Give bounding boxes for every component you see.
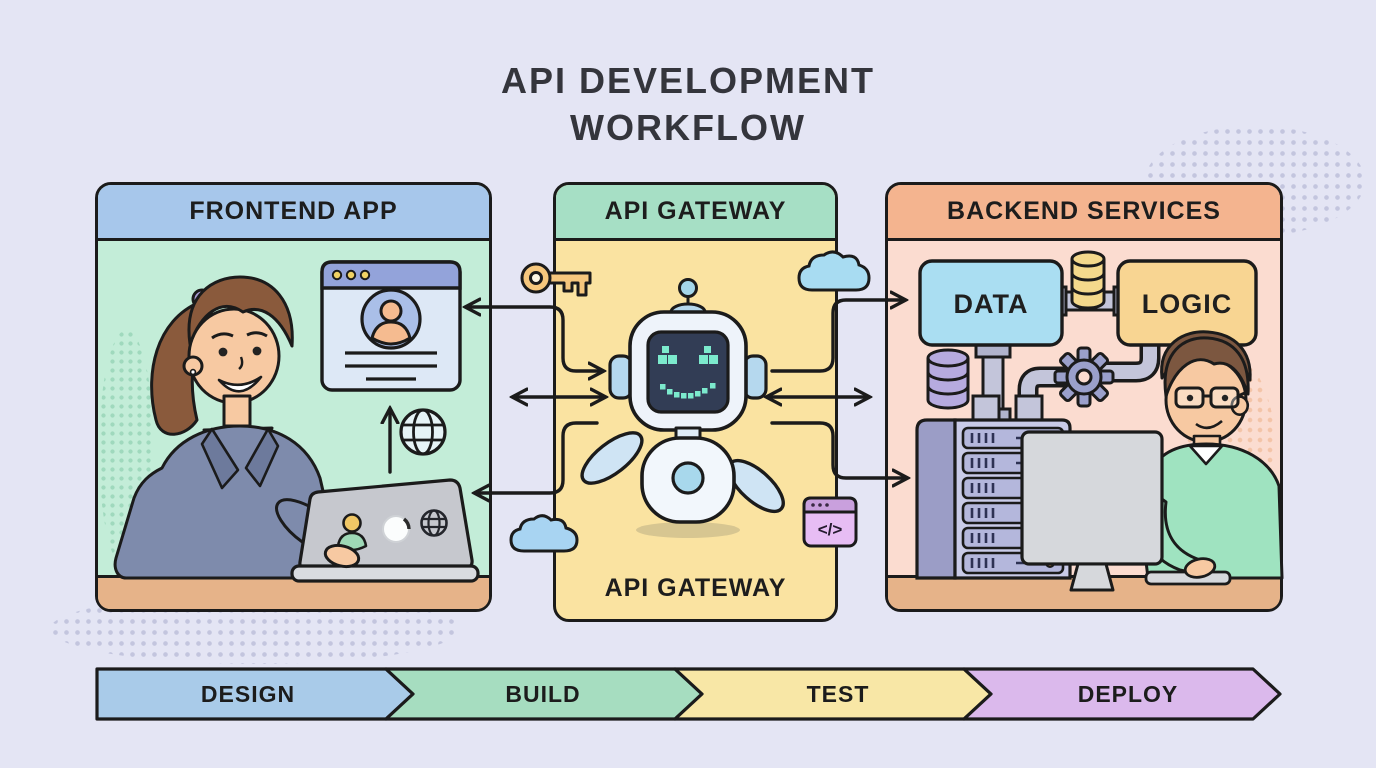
browser-dots [331, 269, 371, 281]
glasses-icon [1174, 386, 1248, 409]
gateway-panel-footer-label: API GATEWAY [604, 574, 787, 602]
globe-icon [399, 408, 447, 456]
hand [323, 543, 361, 569]
robot-arm-left [580, 431, 644, 485]
database-icon [1070, 250, 1106, 310]
robot-shadow [636, 522, 740, 538]
earring [189, 368, 197, 376]
database-icon [926, 348, 970, 410]
stage-deploy [962, 667, 1282, 721]
backend-panel-header: BACKEND SERVICES [888, 185, 1280, 241]
robot-mascot [580, 278, 785, 538]
code-symbol: </> [818, 520, 843, 539]
data-box: DATA [918, 259, 1064, 347]
arrow-gateway-to-server [770, 421, 906, 478]
browser-text-lines [345, 351, 437, 381]
frontend-developer-illustration [113, 275, 480, 583]
robot-pixel-eyes [658, 346, 718, 364]
hand [1183, 557, 1217, 579]
cloud-icon [509, 514, 579, 553]
frontend-panel-header: FRONTEND APP [98, 185, 489, 241]
robot-belly [671, 461, 705, 495]
lapel-left [200, 427, 240, 490]
laptop-icon [290, 478, 480, 583]
backend-developer-illustration [1020, 330, 1284, 592]
hair-top [187, 275, 294, 348]
stage-deploy-label: DEPLOY [1078, 681, 1179, 707]
lapel-right [244, 427, 280, 488]
arrow-gateway-to-browser [467, 307, 602, 371]
hair-top [1163, 336, 1250, 398]
neck [222, 394, 252, 428]
smile [217, 375, 263, 393]
stage-test-label: TEST [807, 681, 870, 707]
gateway-panel-header: API GATEWAY [556, 185, 835, 241]
arrow-gateway-to-laptop [476, 421, 599, 493]
robot-face-screen [646, 330, 730, 414]
logic-box: LOGIC [1116, 259, 1258, 347]
stage-design-label: DESIGN [201, 681, 295, 707]
logic-box-label: LOGIC [1142, 289, 1233, 319]
stage-build-label: BUILD [505, 681, 580, 707]
pipeline-bar [95, 667, 1282, 721]
page-title: API DEVELOPMENT WORKFLOW [500, 60, 876, 148]
globe-small-icon [420, 509, 448, 537]
pipeline-labels: DESIGN BUILD TEST DEPLOY [201, 681, 1179, 707]
monitor-icon [1020, 430, 1164, 592]
code-window-icon: </> [802, 496, 858, 548]
antenna-ball [678, 278, 698, 298]
frontend-panel-title: FRONTEND APP [189, 197, 398, 225]
collar [1188, 444, 1224, 466]
backend-panel-title: BACKEND SERVICES [947, 197, 1221, 225]
cloud-icon [797, 250, 871, 292]
browser-window-icon [320, 260, 462, 392]
robot-pixel-smile [660, 383, 716, 399]
arrow-gateway-to-data [770, 300, 904, 373]
data-box-label: DATA [954, 289, 1029, 319]
gateway-panel-title: API GATEWAY [604, 197, 787, 225]
user-avatar-icon [360, 288, 422, 350]
key-icon [520, 262, 592, 297]
gear-icon [1053, 346, 1115, 408]
